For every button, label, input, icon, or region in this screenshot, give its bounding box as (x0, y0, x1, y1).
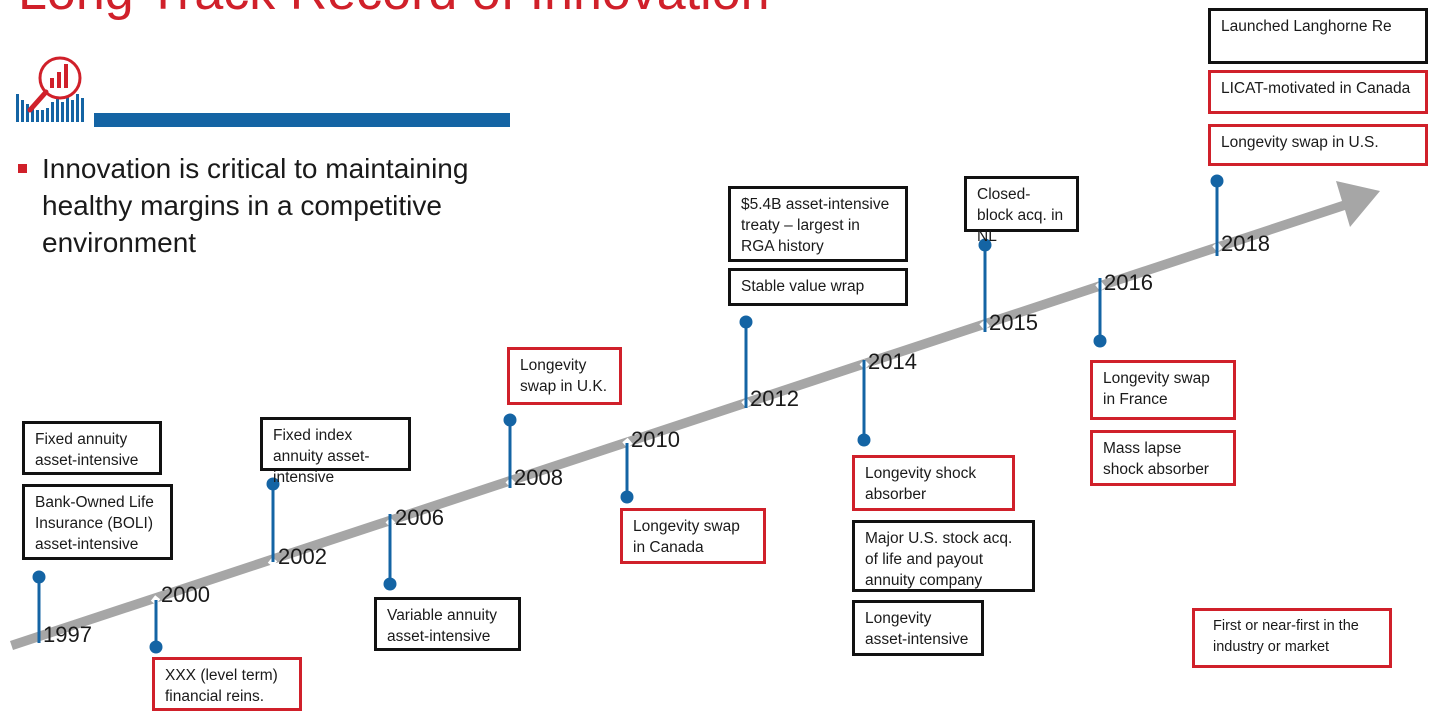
dot-2006 (383, 577, 397, 591)
year-label-2014: 2014 (868, 349, 917, 374)
bullet-marker (18, 164, 27, 173)
year-label-2000: 2000 (161, 582, 210, 607)
event-stable-value: Stable value wrap (728, 268, 908, 306)
dot-2010 (620, 490, 634, 504)
legend-first-in-industry: First or near-first in the industry or m… (1192, 608, 1392, 668)
event-closed-block: Closed-block acq. in NL (964, 176, 1079, 245)
timeline-arrow (10, 181, 1380, 650)
dot-2016 (1093, 334, 1107, 348)
dot-2018 (1210, 174, 1224, 188)
event-longevity-france: Longevity swap in France (1090, 360, 1236, 420)
year-label-2008: 2008 (514, 465, 563, 490)
chart-magnifier-icon (16, 56, 84, 122)
dot-1997 (32, 570, 46, 584)
year-label-2010: 2010 (631, 427, 680, 452)
event-major-acquisition: Major U.S. stock acq. of life and payout… (852, 520, 1035, 592)
event-longevity-us: Longevity swap in U.S. (1208, 124, 1428, 166)
event-longevity-shock: Longevity shock absorber (852, 455, 1015, 511)
event-licat: LICAT-motivated in Canada (1208, 70, 1428, 114)
year-label-2015: 2015 (989, 310, 1038, 335)
event-longevity-asset: Longevity asset-intensive (852, 600, 984, 656)
dot-2008 (503, 413, 517, 427)
event-longevity-uk: Longevity swap in U.K. (507, 347, 622, 405)
bullet-text: Innovation is critical to maintaining he… (42, 153, 469, 258)
title-rule (94, 113, 510, 127)
dot-2012 (739, 315, 753, 329)
year-label-1997: 1997 (43, 622, 92, 647)
event-longevity-canada: Longevity swap in Canada (620, 508, 766, 564)
event-xxx: XXX (level term) financial reins. (152, 657, 302, 711)
year-label-2012: 2012 (750, 386, 799, 411)
dot-2014 (857, 433, 871, 447)
event-asset-treaty: $5.4B asset-intensive treaty – largest i… (728, 186, 908, 262)
year-label-2016: 2016 (1104, 270, 1153, 295)
event-langhorne: Launched Langhorne Re (1208, 8, 1428, 64)
year-label-2006: 2006 (395, 505, 444, 530)
event-variable-annuity: Variable annuity asset-intensive (374, 597, 521, 651)
event-mass-lapse: Mass lapse shock absorber (1090, 430, 1236, 486)
year-label-2018: 2018 (1221, 231, 1270, 256)
dot-2002 (266, 477, 280, 491)
dot-2000 (149, 640, 163, 654)
year-label-2002: 2002 (278, 544, 327, 569)
page-title: Long Track Record of Innovation (18, 0, 770, 22)
event-boli: Bank-Owned Life Insurance (BOLI) asset-i… (22, 484, 173, 560)
event-fixed-annuity: Fixed annuity asset-intensive (22, 421, 162, 475)
dot-2015 (978, 238, 992, 252)
event-fixed-index: Fixed index annuity asset-intensive (260, 417, 411, 486)
